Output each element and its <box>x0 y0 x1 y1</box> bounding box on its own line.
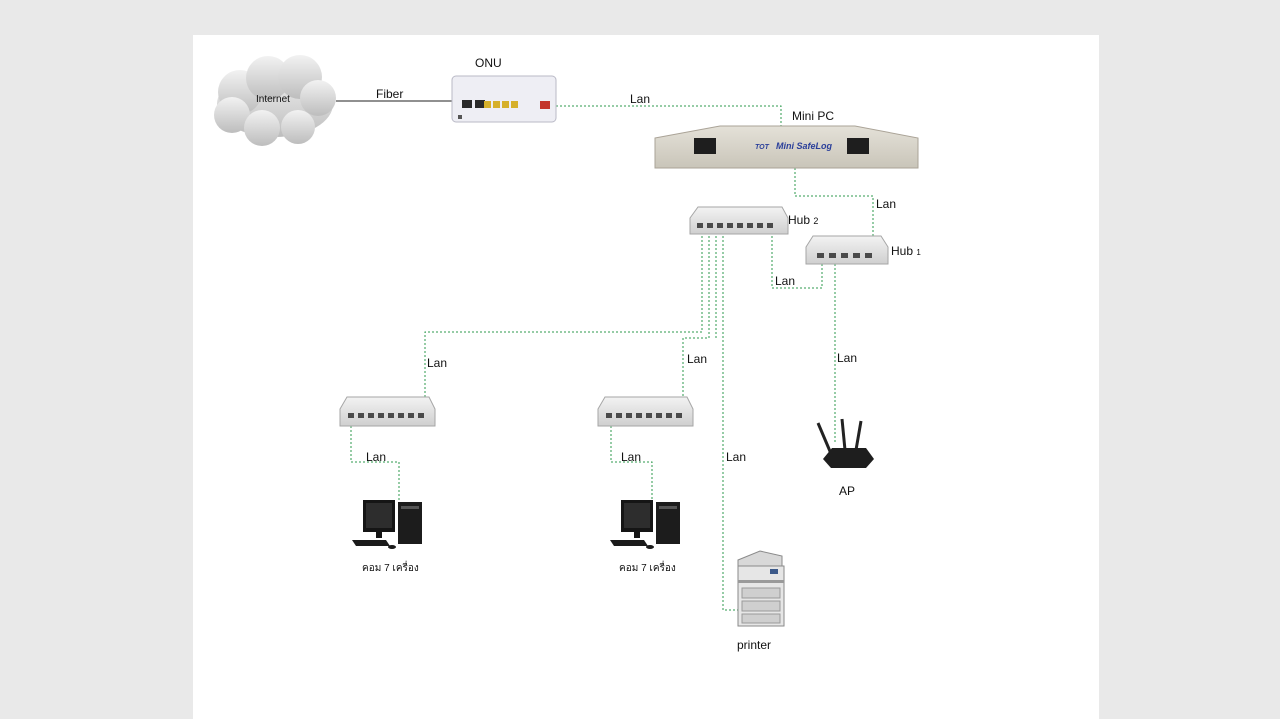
lan-leftswitch-pc-line <box>350 418 400 506</box>
hub1-switch-icon <box>805 235 889 265</box>
lan-hub2-midswitch-line <box>682 228 710 413</box>
hub1-label: Hub 1 <box>891 244 921 258</box>
lan-onu-minipc-line <box>548 105 782 128</box>
access-point-icon <box>816 418 874 468</box>
lan-midswitch-pc-line <box>610 418 653 506</box>
cloud-icon <box>214 55 336 146</box>
hub2-label: Hub 2 <box>788 213 818 227</box>
mini-pc-label: Mini PC <box>792 109 835 123</box>
internet-label: Internet <box>256 94 290 105</box>
lan-leftswitch-pc-label: Lan <box>366 450 387 464</box>
hub1-number: 1 <box>916 248 921 257</box>
onu-label: ONU <box>475 56 502 70</box>
desktop-pc-middle-icon <box>610 500 680 549</box>
mini-pc-rack-icon: TOT <box>654 125 919 169</box>
mini-pc-logo-mark: TOT <box>755 144 770 151</box>
lan-hub2-leftswitch-line <box>424 228 703 413</box>
middle-switch-icon <box>597 396 694 427</box>
lan-onu-minipc-label: Lan <box>630 92 651 106</box>
hub1-name: Hub <box>891 244 914 258</box>
connections <box>336 100 874 611</box>
left-switch-icon <box>339 396 436 427</box>
fiber-link-label: Fiber <box>376 87 404 101</box>
lan-hub1-hub2-label: Lan <box>775 274 796 288</box>
hub2-name: Hub <box>788 213 811 227</box>
lan-midswitch-pc-label: Lan <box>621 450 642 464</box>
pc-left-label: คอม 7 เครื่อง <box>362 563 419 574</box>
pc-right-label: คอม 7 เครื่อง <box>619 563 676 574</box>
lan-minipc-hub1-line <box>794 168 874 256</box>
hub2-switch-icon <box>689 206 789 235</box>
lan-hub2-midswitch-label: Lan <box>687 352 708 366</box>
lan-minipc-hub1-label: Lan <box>876 197 897 211</box>
lan-hub2-printer-line <box>722 228 740 611</box>
lan-hub1-ap-label: Lan <box>837 351 858 365</box>
onu-device-icon <box>451 75 557 123</box>
printer-label: printer <box>737 638 772 652</box>
page-sheet <box>193 35 1099 719</box>
printer-icon <box>737 550 785 627</box>
lan-hub2-printer-label: Lan <box>726 450 747 464</box>
lan-hub2-leftswitch-label: Lan <box>427 356 448 370</box>
mini-pc-brand-label: Mini SafeLog <box>776 141 832 151</box>
hub2-number: 2 <box>813 216 819 226</box>
lan-hub1-hub2-line <box>771 228 823 289</box>
ap-label: AP <box>839 484 856 498</box>
desktop-pc-left-icon <box>352 500 422 549</box>
